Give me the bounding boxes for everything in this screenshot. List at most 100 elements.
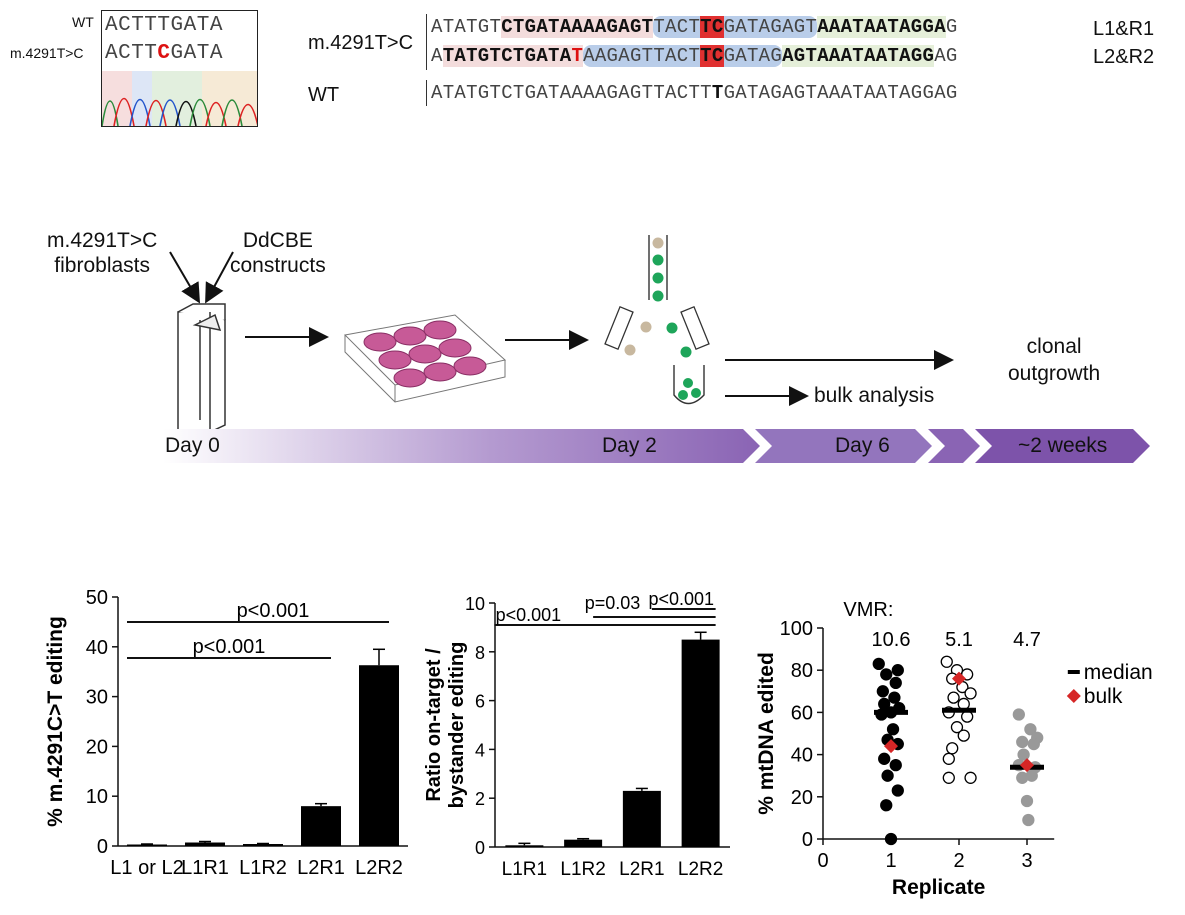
data-point [942,771,955,784]
timeline-day6: Day 6 [835,434,890,457]
x-tick-label: L2R2 [678,859,723,880]
x-tick-label: L1 or L2 [110,857,183,879]
row2-target: TC [700,45,724,67]
well-plate-icon [343,314,507,403]
data-point [1017,748,1030,761]
data-point [1012,708,1025,721]
timeline-arrows [163,429,1150,463]
timeline-day0: Day 0 [165,434,220,457]
chromatogram-trace [102,71,257,126]
data-point [964,771,977,784]
p-value-label: p=0.03 [585,593,641,613]
row1-right-tale: AAATAATAGGA [817,16,946,38]
workflow-graphics [163,235,1150,463]
row1-target: TC [700,16,724,38]
data-point [940,655,953,668]
timeline-day2: Day 2 [602,434,657,457]
row1-flank-left: ATATGT [431,16,502,38]
clonal-label-line1: clonal [1026,335,1082,358]
data-point [1016,771,1029,784]
bulk-marker [884,739,898,754]
chromatogram-wt-label: WT [72,14,94,30]
row1-left-tale: CTGATAAAAGAGT [501,16,654,38]
alignment-row1-pair: L1&R1 [1093,18,1155,40]
data-point [1024,723,1037,736]
constructs-label-line2: constructs [230,254,326,277]
row2-spacer-right: GATAG [723,45,783,67]
cells-label: m.4291T>C fibroblasts [47,228,157,278]
data-point [880,799,893,812]
chromatogram-wt-seq: ACTTTGATA [105,14,223,37]
x-tick-label: 1 [885,850,896,872]
y-tick-label: 50 [86,587,108,609]
constructs-label-line1: DdCBE [242,229,313,252]
data-point [872,657,885,671]
alignment-bar-mut [426,14,427,70]
x-tick-label: L1R2 [239,857,287,879]
data-point [950,721,964,734]
y-tick-label: 0 [97,836,108,858]
y-tick-label: 2 [475,789,485,809]
timeline-weeks: ~2 weeks [1018,434,1108,457]
y-tick-label: 4 [475,740,485,760]
y-tick-label: 10 [86,786,108,808]
alignment-mut-label: m.4291T>C [308,32,414,54]
wt-seq-left: ATATGTCTGATAAAAGAGTTACTT [431,82,712,104]
row2-right-tale: AGTAAATAATAGG [782,45,935,67]
y-tick-label: 60 [791,702,813,724]
y-tick-label: 8 [475,643,485,663]
x-tick-label: L1R2 [560,859,605,880]
clonal-label-line2: outgrowth [1008,362,1101,385]
y-tick-label: 0 [475,838,485,858]
data-point [886,723,900,736]
alignment-wt-row: ATATGTCTGATAAAAGAGTTACTTTGATAGAGTAAATAAT… [431,83,958,104]
cuvette-icon [177,303,226,433]
row1-spacer-left: TACT [653,16,701,38]
data-point [876,685,889,698]
y-tick-label: 80 [791,660,813,682]
y-tick-label: 40 [791,745,813,767]
wt-seq-right: GATAGAGTAAATAATAGGAG [723,82,958,104]
bar [359,665,399,846]
data-point [891,784,904,797]
data-point [947,691,960,704]
data-point [880,668,893,681]
data-point [889,676,902,690]
x-tick-label: L2R1 [297,857,345,879]
data-point [1020,794,1034,808]
vmr-label: VMR: [843,599,893,621]
legend-bulk-label: bulk [1084,685,1123,708]
mut-seq-left: ACTT [105,42,158,65]
bar [564,839,603,847]
facs-sorter-icon [604,235,710,405]
chromatogram-mut-label: m.4291T>C [10,45,84,61]
bar [185,842,225,846]
data-point [889,758,902,772]
data-point [957,729,970,742]
bar [301,806,341,846]
y-axis-label-line1: Ratio on-target / [423,648,445,802]
data-point [1027,737,1040,751]
bar [127,844,167,846]
p-value-label: p<0.001 [648,589,714,609]
data-point [1022,813,1035,827]
constructs-arrow [205,251,234,304]
data-point [878,752,891,765]
y-tick-label: 20 [86,736,108,758]
y-tick-label: 10 [465,594,485,614]
legend-bulk-swatch [1066,689,1081,703]
bulk-marker [952,671,966,686]
bulk-analysis-label: bulk analysis [814,384,935,407]
alignment-row2-pair: L2&R2 [1093,46,1155,68]
y-axis-label-line2: bystander editing [446,642,468,809]
x-tick-label: L2R1 [619,859,664,880]
row1-flank-right: G [945,16,958,38]
p-value-label: p<0.001 [193,636,266,658]
row1-spacer-right: GATAGAGT [723,16,818,38]
row2-spacer-left: AAGAGTTACT [583,45,701,67]
data-point [946,742,959,755]
x-tick-label: L1R1 [181,857,229,879]
cells-label-line2: fibroblasts [54,254,151,277]
